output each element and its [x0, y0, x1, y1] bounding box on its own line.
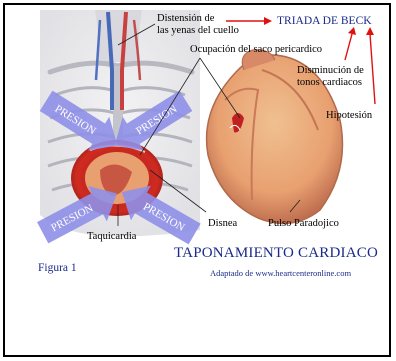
- figure-source: Adaptado de www.heartcenteronline.com: [210, 267, 351, 279]
- label-disnea: Disnea: [208, 218, 237, 230]
- figure-title: TAPONAMIENTO CARDIACO: [174, 247, 378, 259]
- label-disminucion-line2: tonos cardiacos: [297, 77, 364, 89]
- label-distension-line1: Distensión de: [157, 13, 239, 25]
- label-taquicardia: Taquicardia: [87, 231, 136, 243]
- label-disminucion-line1: Disminución de: [297, 65, 364, 77]
- label-ocupacion: Ocupación del saco pericardico: [190, 44, 322, 56]
- figure-number: Figura 1: [38, 262, 77, 274]
- label-hipotension: Hipotesión: [326, 110, 372, 122]
- label-distension: Distensión de las yenas del cuello: [157, 13, 239, 37]
- label-triad-beck: TRIADA DE BECK: [277, 15, 372, 27]
- label-disminucion: Disminución de tonos cardiacos: [297, 65, 364, 89]
- label-distension-line2: las yenas del cuello: [157, 25, 239, 37]
- label-pulso-paradojico: Pulso Paradojico: [268, 218, 339, 230]
